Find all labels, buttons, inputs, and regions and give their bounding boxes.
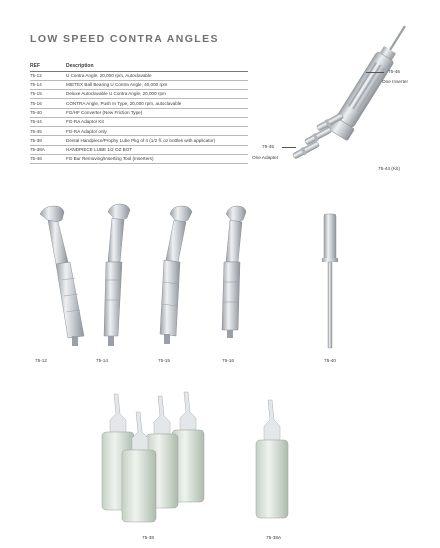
row-ref: 75-12: [30, 71, 66, 81]
page-title: LOW SPEED CONTRA ANGLES: [30, 33, 219, 45]
row-ref: 75-14: [30, 80, 66, 91]
row-ref: 75-40: [30, 108, 66, 118]
row-description: U Contra Angle, 20,000 rpm, Autoclavable: [66, 71, 248, 81]
inserter-leader-line: [366, 72, 384, 73]
row-ref: 75-45: [30, 126, 66, 137]
row-ref: 75-44: [30, 117, 66, 128]
adapter-image: [292, 113, 344, 159]
product-label-75-12: 75-12: [35, 358, 47, 363]
row-description: CONTRA Angle, Push In Type, 20,000 rpm, …: [66, 98, 248, 109]
row-description: FG/HF Converter (New Friction Type): [66, 108, 248, 118]
row-ref: 75-38A: [30, 145, 66, 156]
converter-75-40-image: [322, 213, 338, 349]
lube-bottles-75-38-image: [101, 391, 205, 523]
row-ref: 75-38: [30, 135, 66, 146]
row-description: FG-RA Adaptor only: [66, 126, 248, 137]
inserter-tool-image: [327, 25, 406, 141]
contra-angle-75-12-image: [39, 205, 85, 346]
lube-bottle-75-38a-image: [255, 399, 289, 519]
product-label-75-14: 75-14: [96, 358, 108, 363]
product-label-75-15: 75-15: [158, 358, 170, 363]
contra-angle-75-16-image: [221, 205, 247, 338]
row-ref: 75-16: [30, 98, 66, 109]
product-label-75-38: 75-38: [142, 535, 154, 540]
product-label-75-16: 75-16: [222, 358, 234, 363]
row-description: Deluxe Autoclavable U Contra Angle, 20,0…: [66, 89, 248, 100]
row-description: Dental Handpiece/Prophy Lube Pkg of 4 (1…: [66, 135, 248, 146]
adapter-name-label: One Adapter: [252, 155, 279, 160]
row-description: HANDPIECE LUBE 1/2 OZ BOT: [66, 145, 248, 156]
contra-angle-75-15-image: [159, 205, 193, 344]
row-description: FG-RA Adaptor Kit: [66, 117, 248, 128]
kit-label: 75-44 (Kit): [378, 166, 400, 171]
adapter-ref-label: 75-45: [262, 144, 274, 149]
table-header-row: REF Description: [30, 63, 248, 72]
inserter-ref-label: 75-46: [388, 69, 400, 74]
contra-angle-75-14-image: [103, 203, 131, 346]
product-label-75-40: 75-40: [324, 358, 336, 363]
column-header-ref: REF: [30, 63, 66, 72]
adapter-leader-line: [282, 147, 296, 148]
product-label-75-38a: 75-38A: [266, 535, 282, 540]
row-description: FG Bur Removing/Inserting Tool (Inserter…: [66, 154, 248, 165]
row-description: MIETEX Ball Bearing U Contra Angle, 40,0…: [66, 80, 248, 91]
column-header-description: Description: [66, 63, 248, 72]
row-ref: 75-15: [30, 89, 66, 100]
inserter-name-label: One Inserter: [382, 79, 409, 84]
row-ref: 75-46: [30, 154, 66, 165]
